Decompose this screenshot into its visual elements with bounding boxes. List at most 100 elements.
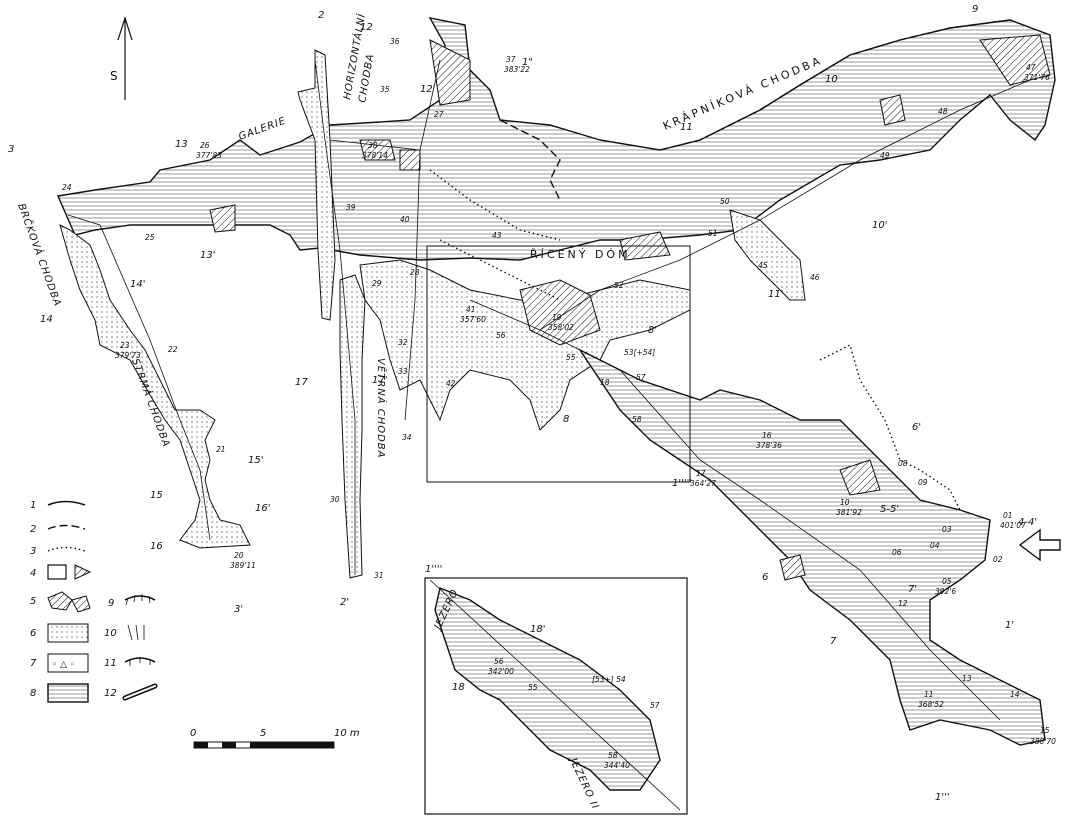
- station-27: 27: [434, 110, 444, 119]
- station-39: 39: [346, 203, 356, 212]
- station-19-elev: 358'02: [548, 323, 574, 332]
- station-06: 06: [892, 548, 902, 557]
- section-11: 11: [680, 122, 693, 133]
- station-38-elev: 378'14: [362, 151, 388, 160]
- station-37: 37: [506, 55, 516, 64]
- station-50: 50: [720, 197, 730, 206]
- station-41: 41: [466, 305, 476, 314]
- station-29: 29: [372, 279, 382, 288]
- station-57: 57: [636, 373, 646, 382]
- station-16: 16: [762, 431, 772, 440]
- station-46: 46: [810, 273, 820, 282]
- inset-station-56: 56: [494, 657, 504, 666]
- station-17: 17: [696, 469, 706, 478]
- legend-num-9: 9: [108, 598, 114, 609]
- station-56: 56: [496, 331, 506, 340]
- survey-lines: [67, 59, 1031, 721]
- section-15: 15: [150, 490, 163, 501]
- section-16: 16: [150, 541, 163, 552]
- section-10p: 10': [872, 220, 887, 231]
- scale-tick-0: 0: [190, 728, 196, 739]
- section-9: 9: [972, 4, 978, 15]
- station-24: 24: [62, 183, 72, 192]
- station-25: 25: [145, 233, 155, 242]
- legend-num-3: 3: [30, 546, 36, 557]
- scale-bar: 0 5 10 m: [190, 728, 360, 749]
- section-13: 13: [175, 139, 188, 150]
- detail-frame-main: [426, 245, 691, 483]
- legend-num-11: 11: [104, 658, 117, 669]
- station-21: 21: [216, 445, 226, 454]
- station-13: 13: [962, 674, 972, 683]
- scale-tick-5: 5: [260, 728, 266, 739]
- legend-num-2: 2: [30, 524, 36, 535]
- section-3: 3: [8, 144, 14, 155]
- dotted-outline-east: [819, 343, 961, 511]
- station-43: 43: [492, 231, 502, 240]
- station-26-elev: 377'83: [196, 151, 222, 160]
- section-12: 12: [360, 22, 373, 33]
- north-arrow: S: [110, 16, 133, 100]
- station-37-elev: 383'22: [504, 65, 530, 74]
- station-11: 11: [924, 690, 934, 699]
- section-17p: 17': [372, 375, 387, 386]
- station-10: 10: [840, 498, 850, 507]
- station-36: 36: [390, 37, 400, 46]
- section-14: 14: [40, 314, 53, 325]
- label-vetrna: VĚTRNÁ CHODBA: [375, 358, 388, 459]
- station-01: 01: [1003, 511, 1013, 520]
- section-15p: 15': [248, 455, 263, 466]
- inset-passage: [434, 587, 661, 791]
- dashed-outline-central: [499, 119, 561, 201]
- inset-station-58-elev: 344'40: [604, 761, 630, 770]
- section-1ppp: 1''': [935, 792, 950, 803]
- station-33: 33: [398, 367, 408, 376]
- station-14: 14: [1010, 690, 1020, 699]
- section-18p: 18': [530, 624, 545, 635]
- section-7: 7: [830, 636, 837, 647]
- inset-station-53: [53+] 54: [592, 675, 626, 684]
- passage-branch-46: [729, 209, 806, 301]
- section-1pppp: 1'''': [425, 564, 442, 575]
- section-12p: 12': [420, 84, 435, 95]
- station-11-elev: 368'52: [918, 700, 944, 709]
- station-02: 02: [993, 555, 1003, 564]
- station-55: 55: [566, 353, 576, 362]
- section-10: 10: [825, 74, 838, 85]
- inset-station-58: 58: [608, 751, 618, 760]
- section-3p: 3': [234, 604, 243, 615]
- scale-tick-10: 10 m: [334, 728, 360, 739]
- legend-num-12: 12: [104, 688, 117, 699]
- station-31: 31: [374, 571, 384, 580]
- passage-galerie-krapnikova: [56, 17, 1056, 261]
- section-14p: 14': [130, 279, 145, 290]
- station-19: 19: [552, 313, 562, 322]
- legend-num-8: 8: [30, 688, 36, 699]
- section-11p: 11': [768, 289, 783, 300]
- section-1dq: 1": [522, 57, 533, 68]
- legend-num-1: 1: [30, 500, 36, 511]
- label-riceny-dom: ŘÍCENÝ DÓM: [530, 248, 631, 261]
- station-08: 08: [898, 459, 908, 468]
- station-04: 04: [930, 541, 940, 550]
- station-52: 52: [614, 281, 624, 290]
- inset-stations: 56 342'00 55 [53+] 54 57 58 344'40: [488, 657, 660, 770]
- station-05-elev: 392'6: [935, 587, 956, 596]
- station-49: 49: [880, 151, 890, 160]
- section-markers: 1" 2 2' 3 3' 4-4' 5-5' 6 6' 7 7' 8 8' 9 …: [8, 4, 1037, 803]
- station-47: 47: [1026, 63, 1036, 72]
- station-47-elev: 371'76: [1024, 73, 1050, 82]
- stations: 01 401'07 02 03 04 05 392'6 06 08 09 10 …: [62, 37, 1056, 746]
- section-4-4p: 4-4': [1018, 517, 1037, 528]
- station-09: 09: [918, 478, 928, 487]
- section-2: 2: [318, 10, 324, 21]
- rock-blocks: [209, 34, 1051, 581]
- section-5-5p: 5-5': [880, 504, 899, 515]
- section-17: 17: [295, 377, 308, 388]
- station-22: 22: [168, 345, 178, 354]
- inset-survey-line: [429, 579, 681, 811]
- svg-text:◦ △ ◦: ◦ △ ◦: [52, 660, 75, 670]
- north-label: S: [110, 69, 118, 83]
- station-12: 12: [898, 599, 908, 608]
